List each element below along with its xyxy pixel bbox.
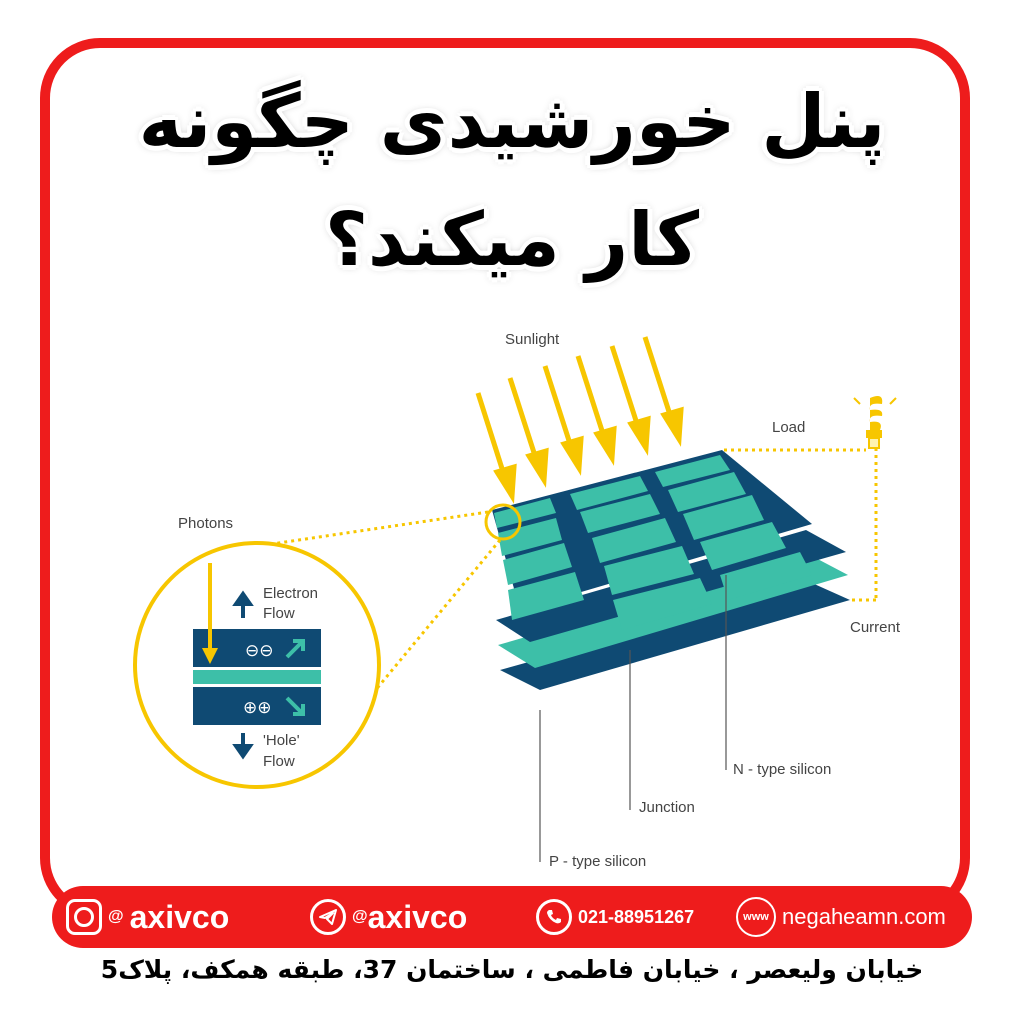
arrow-down-right-icon [285, 696, 305, 716]
hole-charges: ⊕⊕ [243, 698, 272, 718]
instagram-icon [66, 899, 102, 935]
instagram-link[interactable]: @ axivco [66, 886, 229, 948]
p-type-layer [500, 583, 850, 690]
load-label: Load [772, 419, 805, 436]
telegram-icon [310, 899, 346, 935]
bulb-icon [853, 396, 897, 449]
hole-flow-label-2: Flow [263, 753, 295, 770]
junction-zoom [193, 670, 321, 684]
sunlight-label: Sunlight [505, 331, 560, 348]
hole-flow-arrow-icon [232, 733, 254, 760]
leader-lines [539, 575, 727, 862]
zoom-spot [484, 503, 522, 541]
telegram-handle: axivco [367, 898, 468, 935]
sunlight-arrows [475, 336, 684, 504]
p-type-label: P - type silicon [549, 853, 646, 870]
hole-flow-label-1: 'Hole' [263, 732, 300, 749]
website-link[interactable]: www negaheamn.com [736, 886, 946, 948]
instagram-at: @ [108, 908, 124, 925]
current-label: Current [850, 619, 901, 636]
electron-flow-arrow-icon [232, 590, 254, 618]
sun-arrow [575, 355, 608, 441]
junction-label: Junction [639, 799, 695, 816]
telegram-at: @ [352, 908, 368, 925]
photon-arrowhead [202, 648, 218, 664]
sun-arrow [542, 365, 575, 451]
n-type-label: N - type silicon [733, 761, 831, 778]
title-line-2: کار میکند؟ [324, 197, 700, 283]
contact-bar: @ axivco @ axivco 021-88951267 www negah… [52, 886, 972, 948]
instagram-handle: axivco [129, 898, 230, 935]
electron-flow-label-2: Flow [263, 605, 295, 622]
sun-arrow [642, 336, 675, 422]
sun-arrow [507, 377, 540, 463]
phone-number: 021-88951267 [578, 906, 695, 927]
title-line-1: پنل خورشیدی چگونه [138, 79, 886, 165]
cell-grid [494, 455, 812, 630]
arrow-up-right-icon [285, 639, 305, 659]
phone-link[interactable]: 021-88951267 [536, 886, 694, 948]
photons-label: Photons [178, 515, 233, 532]
telegram-link[interactable]: @ axivco [310, 886, 467, 948]
website-url: negaheamn.com [782, 904, 946, 929]
p-layer-zoom [193, 687, 321, 725]
electron-charges: ⊖⊖ [245, 641, 274, 661]
sun-arrow [475, 392, 508, 479]
zoom-lines [264, 510, 502, 746]
sun-arrow [609, 345, 642, 431]
globe-icon: www [736, 897, 776, 937]
phone-icon [536, 899, 572, 935]
circuit-wire [724, 448, 878, 602]
www-label: www [743, 911, 769, 923]
electron-flow-label-1: Electron [263, 585, 318, 602]
solar-panel [492, 450, 850, 690]
address-text: خیابان ولیعصر ، خیابان فاطمی ، ساختمان 3… [100, 955, 924, 984]
